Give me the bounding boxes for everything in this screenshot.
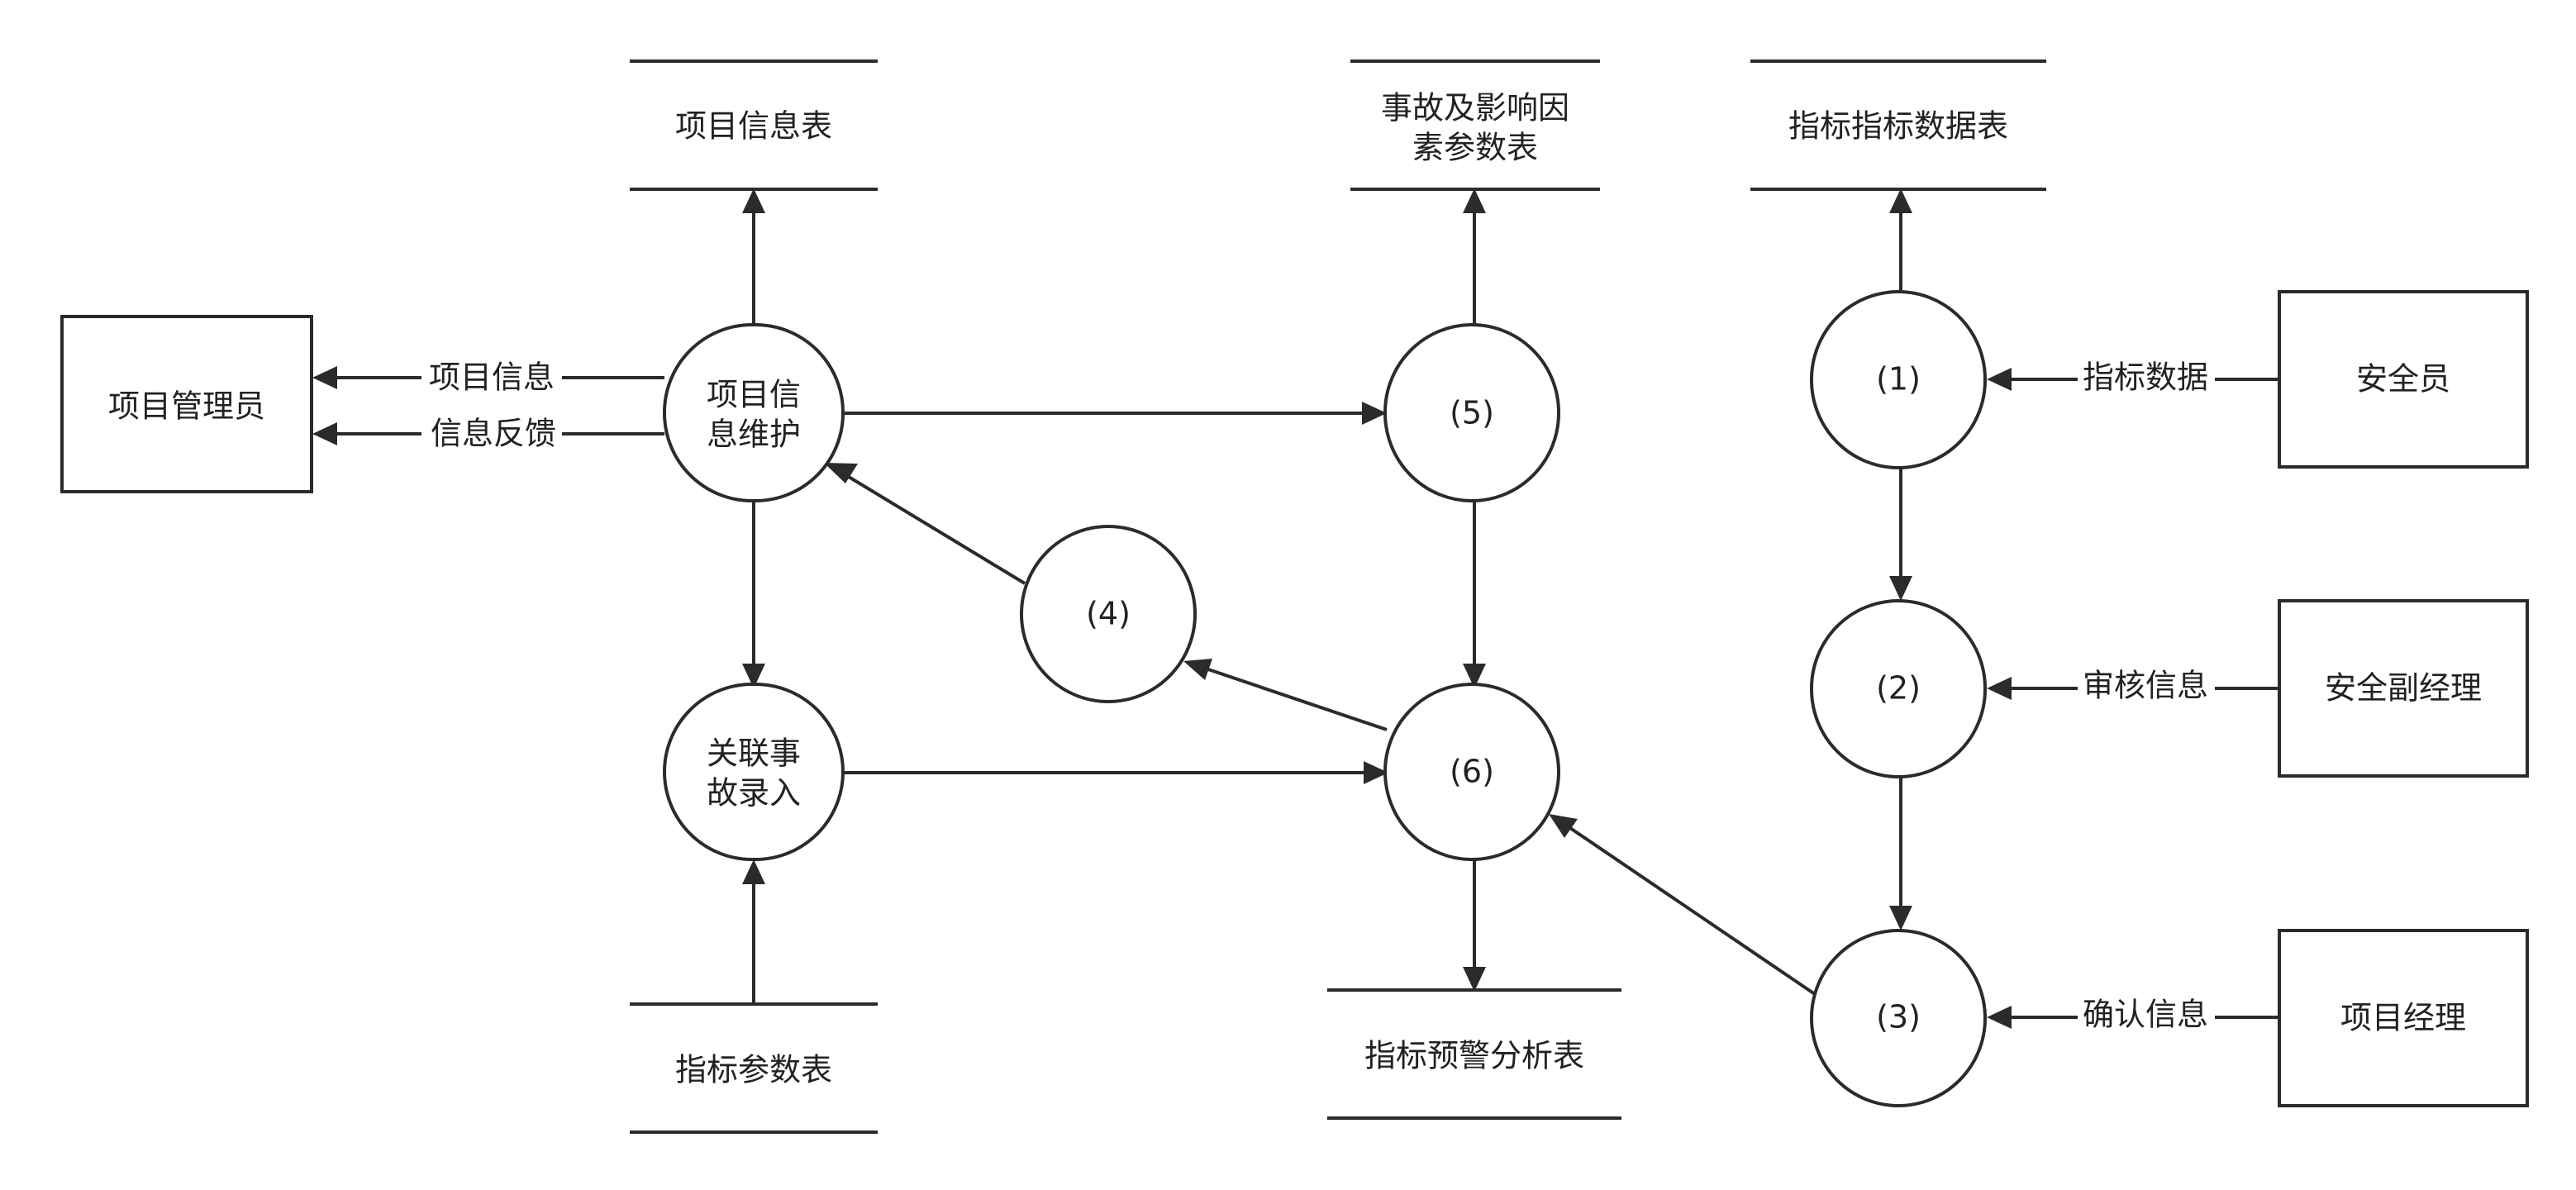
arrowhead-p6-from-accident	[1364, 761, 1388, 784]
flow-p4-to-maint	[843, 473, 1026, 585]
arrowhead-p6-from-p3	[1549, 814, 1578, 838]
arrowhead-p2	[1889, 576, 1912, 601]
flow-p3-to-p6	[1569, 826, 1817, 996]
process-3-label: (3)	[1876, 999, 1921, 1035]
process-6: (6)	[1383, 683, 1560, 861]
process-4-label: (4)	[1086, 596, 1131, 632]
flow-label-indicator-data: 指标数据	[2083, 359, 2208, 396]
process-project-info-maintenance: 项目信 息维护	[663, 323, 845, 502]
arrowhead-accident-from-maint	[742, 664, 765, 688]
entity-deputy-manager-label: 安全副经理	[2325, 670, 2482, 707]
arrowhead-warning-store	[1463, 967, 1486, 992]
arrowhead-admin-info	[312, 366, 337, 389]
process-3: (3)	[1810, 929, 1987, 1107]
arrowhead-accident-from-params	[742, 859, 765, 884]
arrowhead-p2-from-deputy	[1987, 677, 2012, 700]
entity-safety-officer-label: 安全员	[2356, 361, 2450, 397]
flow-label-confirm-info: 确认信息	[2083, 997, 2208, 1033]
process-accident-label-2: 故录入	[707, 775, 801, 812]
process-maint-label-2: 息维护	[707, 416, 801, 453]
process-5: (5)	[1383, 323, 1560, 502]
arrowhead-maint-from-p4	[824, 463, 858, 483]
arrowhead-project-store	[742, 188, 765, 213]
entity-project-admin: 项目管理员	[60, 315, 313, 493]
store-warning-analysis: 指标预警分析表	[1327, 988, 1621, 1120]
process-4: (4)	[1020, 525, 1197, 703]
arrowhead-p6-from-p5	[1463, 664, 1486, 688]
store-indicator-params: 指标参数表	[630, 1002, 878, 1134]
arrowhead-admin-feedback	[312, 422, 337, 445]
arrowheads	[312, 188, 2012, 1029]
process-2-label: (2)	[1876, 670, 1921, 707]
entity-project-admin-label: 项目管理员	[108, 388, 265, 425]
entity-deputy-manager: 安全副经理	[2278, 599, 2529, 778]
arrowhead-p3	[1889, 906, 1912, 931]
process-maint-label-1: 项目信	[707, 377, 801, 413]
process-1: (1)	[1810, 290, 1987, 469]
process-2: (2)	[1810, 599, 1987, 778]
entity-project-manager: 项目经理	[2278, 929, 2529, 1107]
store-indicator-data-label: 指标指标数据表	[1788, 108, 2008, 145]
arrowhead-p4-from-p6	[1183, 659, 1212, 680]
process-6-label: (6)	[1450, 754, 1494, 790]
arrowhead-accident-store	[1463, 188, 1486, 213]
entity-safety-officer: 安全员	[2278, 290, 2529, 469]
process-1-label: (1)	[1876, 361, 1921, 397]
flow-label-feedback: 信息反馈	[431, 416, 556, 452]
flow-lines	[332, 212, 2279, 1019]
store-accident-params-label-2: 素参数表	[1412, 130, 1538, 166]
process-accident-label-1: 关联事	[707, 735, 801, 772]
store-project-info: 项目信息表	[630, 60, 878, 191]
flow-p6-to-p4	[1207, 668, 1388, 731]
flow-label-project-info: 项目信息	[429, 359, 555, 396]
process-5-label: (5)	[1450, 395, 1494, 431]
store-indicator-params-label: 指标参数表	[675, 1052, 832, 1088]
store-project-info-label: 项目信息表	[675, 108, 832, 145]
store-indicator-data: 指标指标数据表	[1750, 60, 2046, 191]
flow-label-review-info: 审核信息	[2083, 668, 2208, 704]
store-accident-params-label-1: 事故及影响因	[1381, 90, 1569, 126]
arrowhead-p3-from-manager	[1987, 1006, 2012, 1029]
arrowhead-indicator-store	[1889, 188, 1912, 213]
process-accident-entry: 关联事 故录入	[663, 683, 845, 861]
arrowhead-p1-from-officer	[1987, 368, 2012, 391]
entity-project-manager-label: 项目经理	[2340, 1000, 2466, 1036]
arrowhead-p5	[1362, 402, 1387, 425]
store-warning-analysis-label: 指标预警分析表	[1364, 1038, 1584, 1074]
store-accident-params: 事故及影响因 素参数表	[1350, 60, 1600, 191]
